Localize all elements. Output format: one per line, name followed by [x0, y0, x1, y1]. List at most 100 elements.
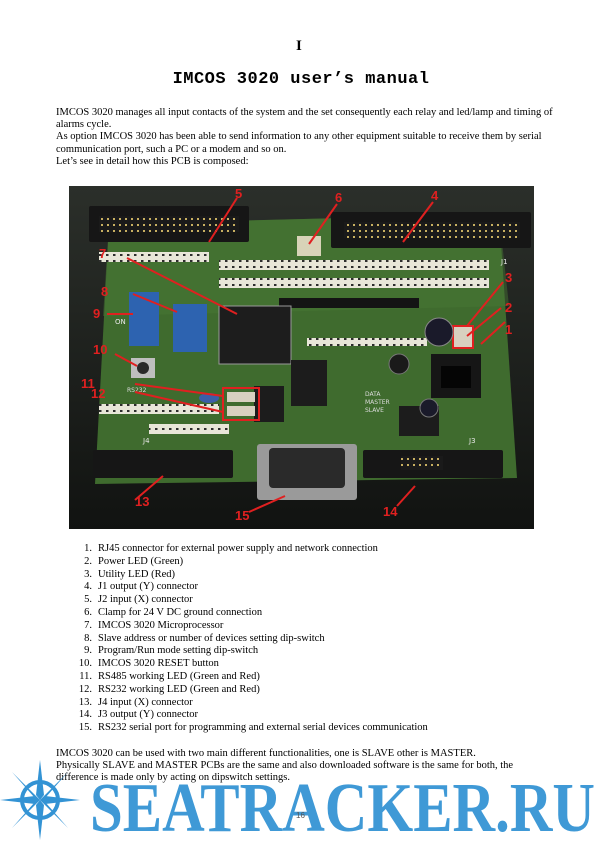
list-item-number: 4.: [84, 581, 92, 593]
callout-label-2: 2: [505, 300, 512, 315]
list-item-number: 15.: [78, 722, 92, 734]
resistor-row: [219, 260, 489, 270]
list-item-text: Slave address or number of devices setti…: [98, 632, 325, 644]
list-item: 8. Slave address or number of devices set…: [72, 633, 428, 646]
list-item-number: 9.: [84, 645, 92, 657]
intro-paragraph: IMCOS 3020 manages all input contacts of…: [56, 107, 553, 131]
pcb-label-slave: SLAVE: [365, 407, 384, 414]
list-item-text: RS232 serial port for programming and ex…: [98, 722, 428, 734]
pcb-label-j1: J1: [500, 258, 508, 266]
callout-line-8: [132, 293, 178, 313]
list-item-number: 11.: [79, 670, 92, 682]
list-item: 12. RS232 working LED (Green and Red): [72, 684, 428, 697]
rs232-leds: [227, 406, 255, 416]
callout-lines: [107, 197, 506, 513]
j4-connector: [93, 450, 233, 478]
callout-line-4: [402, 201, 434, 243]
intro-paragraph: Let’s see in detail how this PCB is comp…: [56, 155, 249, 167]
list-item-text: IMCOS 3020 RESET button: [98, 658, 219, 670]
callout-line-3: [466, 281, 504, 327]
list-item-number: 3.: [84, 568, 92, 580]
callout-label-15: 15: [235, 508, 249, 523]
callout-line-13: [134, 475, 164, 501]
pcb-illustration: ON J4 J3 J1 DATA MASTER SLAVE RS232: [69, 186, 534, 529]
pcb-photo: ON J4 J3 J1 DATA MASTER SLAVE RS232: [69, 186, 534, 529]
list-item: 10.IMCOS 3020 RESET button: [72, 658, 428, 671]
callout-label-3: 3: [505, 270, 512, 285]
list-item-number: 7.: [84, 619, 92, 631]
capacitor: [424, 317, 454, 347]
pcb-label-data: DATA: [365, 391, 381, 398]
j1-connector-pins: [344, 222, 520, 238]
outro-paragraph: Physically SLAVE and MASTER PCBs are the…: [56, 760, 514, 784]
list-item: 7. IMCOS 3020 Microprocessor: [72, 620, 428, 633]
list-item: 6. Clamp for 24 V DC ground connection: [72, 607, 428, 620]
pcb-label-master: MASTER: [365, 399, 390, 406]
list-item: 9.Program/Run mode setting dip-switch: [72, 645, 428, 658]
capacitor: [388, 353, 410, 375]
list-item-text: Clamp for 24 V DC ground connection: [98, 606, 263, 618]
callout-line-6: [308, 203, 338, 245]
resistor-row: [99, 252, 209, 262]
list-item-text: Utility LED (Red): [98, 568, 175, 580]
list-item-text: RS485 working LED (Green and Red): [98, 670, 260, 682]
callout-label-4: 4: [431, 188, 439, 203]
resistor-row: [99, 404, 219, 414]
chip: [291, 360, 327, 406]
ground-clamp: [297, 236, 321, 256]
resistor-row: [307, 338, 427, 346]
callout-line-14: [396, 485, 416, 507]
callout-label-6: 6: [335, 190, 342, 205]
resistor-row: [149, 424, 229, 434]
callout-line-10: [114, 353, 138, 367]
j3-connector-pins: [401, 456, 443, 470]
outro-section: IMCOS 3020 can be used with two main dif…: [56, 748, 556, 785]
callout-label-9: 9: [93, 306, 100, 321]
list-item-text: J4 input (X) connector: [98, 696, 193, 708]
list-item: 11. RS485 working LED (Green and Red): [72, 671, 428, 684]
list-item-number: 8.: [84, 632, 92, 644]
page-number: I: [296, 38, 302, 54]
callout-line-11: [134, 383, 224, 397]
callout-label-12: 12: [91, 386, 105, 401]
list-item: 13.J4 input (X) connector: [72, 697, 428, 710]
list-item-text: IMCOS 3020 Microprocessor: [98, 619, 224, 631]
callout-line-12: [134, 391, 224, 413]
list-item: 1. RJ45 connector for external power supp…: [72, 543, 428, 556]
pcb-label-on: ON: [115, 318, 126, 326]
pcb-label-j4: J4: [142, 437, 150, 445]
callout-line-5: [208, 197, 238, 243]
list-item: 15. RS232 serial port for programming and…: [72, 722, 428, 735]
list-item-number: 12.: [78, 683, 92, 695]
list-item-text: J2 input (X) connector: [98, 594, 193, 606]
list-item-text: RJ45 connector for external power supply…: [98, 543, 378, 554]
list-item-number: 6.: [84, 606, 92, 618]
callout-label-5: 5: [235, 186, 242, 201]
footer-mark: 16: [296, 811, 305, 820]
list-item-number: 14.: [78, 709, 92, 721]
callout-line-15: [248, 495, 286, 513]
resistor-row: [279, 298, 419, 308]
pcb-label-j3: J3: [468, 437, 476, 445]
led-callout-box: [222, 387, 260, 421]
callout-line-7: [126, 257, 238, 315]
callout-line-2: [466, 307, 502, 337]
list-item-number: 5.: [84, 594, 92, 606]
intro-paragraph: As option IMCOS 3020 has been able to se…: [56, 131, 542, 155]
page-title: IMCOS 3020 user’s manual: [172, 70, 430, 89]
rs485-leds: [227, 392, 255, 402]
rj45-port: [441, 366, 471, 388]
callout-label-1: 1: [505, 322, 512, 337]
callout-label-7: 7: [99, 246, 106, 261]
list-item: 5. J2 input (X) connector: [72, 594, 428, 607]
list-item-text: Power LED (Green): [98, 555, 184, 567]
db9-connector: [269, 448, 345, 488]
microprocessor-chip: [218, 305, 292, 365]
list-item-text: J3 output (Y) connector: [98, 709, 199, 721]
component-legend: 1. RJ45 connector for external power supp…: [72, 543, 428, 735]
list-item-text: RS232 working LED (Green and Red): [98, 683, 260, 695]
list-item-number: 1.: [84, 543, 92, 554]
pcb-label-rs232: RS232: [127, 387, 147, 394]
callout-label-14: 14: [383, 504, 398, 519]
address-dip-switch: [173, 304, 207, 352]
